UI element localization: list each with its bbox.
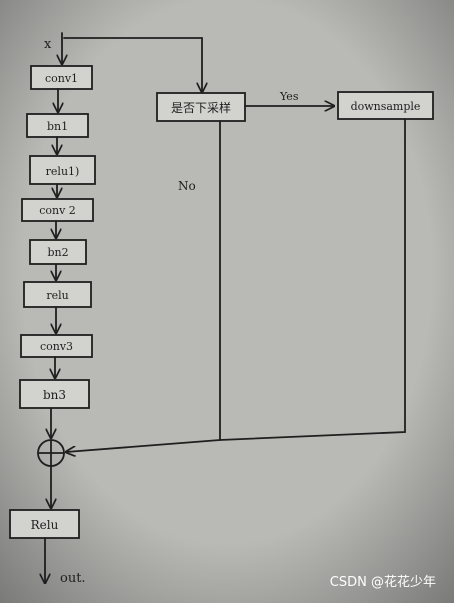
bn1-block: bn1 — [26, 113, 89, 138]
conv3-block: conv3 — [20, 334, 93, 358]
watermark-text: CSDN @花花少年 — [330, 574, 436, 590]
bn3-label: bn3 — [43, 388, 66, 402]
bn1-label: bn1 — [47, 120, 68, 133]
downsample-label: downsample — [351, 100, 421, 113]
relu1-label: relu1) — [46, 165, 80, 178]
conv3-label: conv3 — [40, 340, 73, 353]
output-label: out. — [60, 571, 86, 586]
decision-label: 是否下采样 — [171, 100, 231, 115]
final-relu-label: Relu — [31, 518, 59, 532]
conv1-label: conv1 — [45, 72, 78, 85]
shortcut-return-line — [66, 118, 406, 452]
bn3-block: bn3 — [19, 379, 90, 409]
relu2-label: relu — [46, 289, 68, 302]
downsample-decision-block: 是否下采样 — [156, 92, 246, 122]
add-node — [37, 439, 65, 467]
relu2-block: relu — [23, 281, 92, 308]
input-label: x — [44, 37, 52, 52]
conv2-label: conv 2 — [39, 204, 76, 217]
bn2-label: bn2 — [47, 246, 68, 259]
final-relu-block: Relu — [9, 509, 80, 539]
skip-line-top — [63, 37, 202, 92]
downsample-block: downsample — [337, 91, 434, 120]
yes-label: Yes — [279, 90, 299, 103]
conv1-block: conv1 — [30, 65, 93, 90]
relu1-block: relu1) — [29, 155, 96, 185]
no-label: No — [178, 179, 196, 193]
bn2-block: bn2 — [29, 239, 87, 265]
conv2-block: conv 2 — [21, 198, 94, 222]
